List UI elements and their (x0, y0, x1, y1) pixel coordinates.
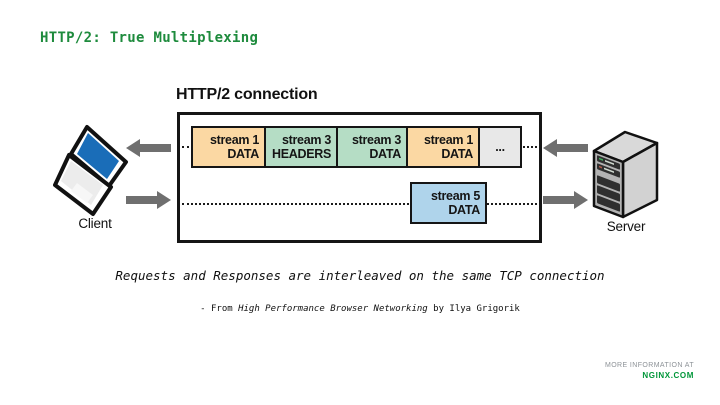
server-label: Server (606, 219, 646, 234)
frame-type-label: DATA (227, 147, 259, 161)
frame-stream-label: stream 5 (430, 189, 480, 203)
server-tower-icon (592, 130, 659, 219)
arrow-response-to-client-icon (126, 139, 171, 157)
frame-stream3-headers: stream 3 HEADERS (264, 126, 338, 168)
frame-stream5-data: stream 5 DATA (410, 182, 487, 224)
arrow-response-from-server-icon (543, 139, 588, 157)
footer-more-info-label: MORE INFORMATION AT (604, 362, 694, 369)
top-frames-row: stream 1 DATA stream 3 HEADERS stream 3 … (191, 126, 522, 168)
request-lane-dotted-line (182, 203, 537, 205)
frame-stream-label: stream 3 (351, 133, 401, 147)
frame-type-label: DATA (441, 147, 473, 161)
frame-stream3-data: stream 3 DATA (336, 126, 408, 168)
frame-stream-label: stream 1 (423, 133, 473, 147)
arrow-request-from-client-icon (126, 191, 171, 209)
attribution-suffix: by Ilya Grigorik (427, 304, 520, 314)
attribution-prefix: - From (200, 304, 239, 314)
attribution-line: - From High Performance Browser Networki… (0, 304, 720, 314)
frame-type-label: DATA (448, 203, 480, 217)
http2-connection-box: stream 1 DATA stream 3 HEADERS stream 3 … (177, 112, 542, 243)
frame-stream1-data-2: stream 1 DATA (406, 126, 480, 168)
slide-title: HTTP/2: True Multiplexing (40, 30, 259, 46)
client-laptop-icon (53, 125, 128, 216)
frame-stream-label: stream 1 (209, 133, 259, 147)
frame-ellipsis-label: ... (495, 140, 505, 154)
frame-type-label: DATA (369, 147, 401, 161)
connection-heading: HTTP/2 connection (176, 86, 318, 103)
arrow-request-to-server-icon (543, 191, 588, 209)
frame-stream1-data: stream 1 DATA (191, 126, 266, 168)
footer-nginx-link: NGINX.COM (642, 370, 694, 380)
caption-text: Requests and Responses are interleaved o… (115, 268, 605, 283)
frame-ellipsis: ... (478, 126, 522, 168)
client-label: Client (78, 216, 112, 231)
frame-type-label: HEADERS (271, 147, 331, 161)
frame-stream-label: stream 3 (281, 133, 331, 147)
attribution-book-title: High Performance Browser Networking (238, 304, 428, 314)
footer: MORE INFORMATION AT NGINX.COM (605, 362, 694, 381)
